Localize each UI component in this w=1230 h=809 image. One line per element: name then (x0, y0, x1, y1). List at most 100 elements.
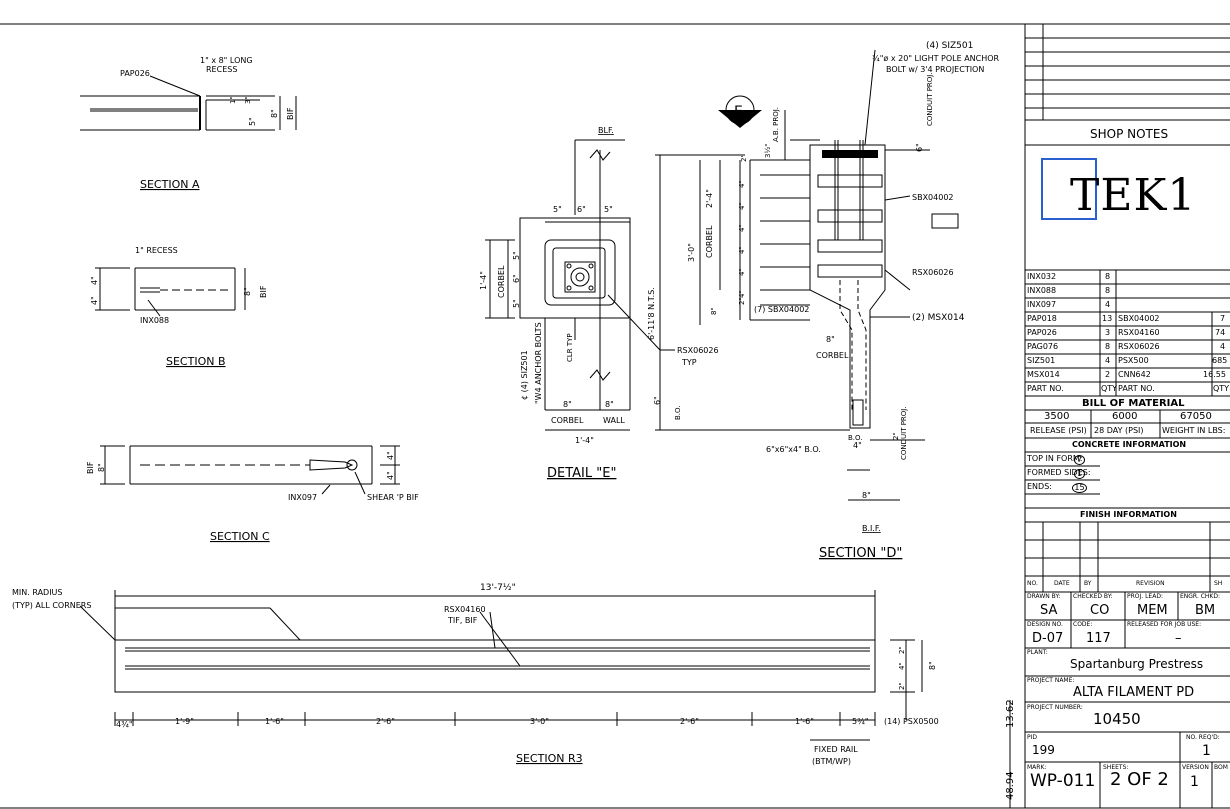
section-r3-right-dim-4: 8" (928, 661, 937, 670)
section-r3-fixed-rail-2: (BTM/WP) (812, 757, 851, 766)
plant-label: PLANT: (1027, 649, 1048, 656)
section-c-dim-4a: 4" (386, 451, 395, 460)
bom-qty: 13 (1102, 314, 1113, 323)
section-b: 1" RECESS INX088 4" 4" 8" BIF SECTION B (90, 246, 268, 368)
mark-label: MARK: (1027, 764, 1047, 771)
section-a-dim-3: 3" (244, 96, 252, 104)
ends-value: 15 (1072, 483, 1087, 493)
revision-no: NO. (1027, 580, 1038, 587)
section-r3-dim-6: 2'-6" (680, 717, 699, 726)
section-c-dim-8: 8" (97, 463, 106, 472)
section-r3-note-2: (TYP) ALL CORNERS (12, 601, 91, 610)
section-a-callout-pap026: PAP026 (120, 69, 150, 78)
section-d-label-ab-proj: A.B. PROJ. (772, 107, 780, 142)
detail-e-label-clr: CLR TYP (566, 333, 574, 362)
detail-e-top-dim-1: 5" (553, 205, 562, 214)
section-r3-right-dim-1: 2" (898, 646, 906, 654)
section-d-label-bo-1: B.O. (674, 406, 682, 420)
detail-e-side-dim-5a: 5" (512, 251, 521, 260)
detail-e-marker: E (734, 104, 743, 120)
section-d-dim-4-a: 4" (738, 180, 746, 188)
no-reqd-label: NO. REQ'D: (1186, 734, 1220, 741)
section-r3-dim-7: 1'-6" (795, 717, 814, 726)
section-a-dim-bif: BIF (286, 107, 295, 120)
detail-e-bottom-dim-1: 8" (563, 400, 572, 409)
design-no-value: D-07 (1032, 631, 1064, 646)
bom-qty2: 74 (1215, 328, 1226, 337)
project-number-label: PROJECT NUMBER: (1027, 704, 1083, 711)
section-d-dim-2-right: 2" (892, 432, 900, 440)
bom-qty2: 4 (1220, 342, 1226, 351)
shop-notes-title: SHOP NOTES (1090, 127, 1168, 141)
section-b-dim-8: 8" (243, 287, 252, 296)
bom-qty: 4 (1105, 356, 1111, 365)
section-b-dim-4b: 4" (90, 296, 99, 305)
section-d-dim-4-b: 4" (738, 202, 746, 210)
bom-qty2: 7 (1220, 314, 1226, 323)
section-c-title: SECTION C (210, 530, 270, 543)
bom-qty2: 16.55 (1203, 370, 1226, 379)
section-d-callout-anchor: ¾"ø x 20" LIGHT POLE ANCHOR (872, 54, 1000, 63)
section-a-dim-5: 5" (248, 117, 257, 126)
section-d-label-corbel-2: CORBEL (816, 351, 849, 360)
section-b-callout-recess: 1" RECESS (135, 246, 178, 255)
checked-by-value: CO (1090, 603, 1110, 618)
section-c-callout-inx097: INX097 (288, 493, 317, 502)
day28-psi-value: 6000 (1112, 411, 1138, 422)
detail-e-title: DETAIL "E" (547, 466, 616, 481)
code-value: 117 (1086, 631, 1111, 646)
section-a-callout-recess: RECESS (206, 65, 237, 74)
project-name-label: PROJECT NAME: (1027, 677, 1075, 684)
section-c-callout-shear: SHEAR 'P BIF (367, 493, 419, 502)
section-d-dim-4-c: 4" (738, 224, 746, 232)
detail-e-bottom-dim-2: 8" (605, 400, 614, 409)
engr-chkd-label: ENGR. CHKD: (1180, 593, 1220, 600)
weight-value: 67050 (1180, 411, 1212, 422)
bom-part: INX088 (1027, 286, 1057, 295)
bom-part2: CNN642 (1118, 370, 1151, 379)
section-d-dim-4-e: 4" (738, 268, 746, 276)
section-b-callout-inx088: INX088 (140, 316, 169, 325)
bom-part2: PSX500 (1118, 356, 1149, 365)
revision-revision: REVISION (1136, 580, 1165, 587)
bom-part: PAP026 (1027, 328, 1057, 337)
detail-e-label-typ: TYP (681, 358, 697, 367)
release-psi-value: 3500 (1044, 411, 1070, 422)
section-r3-right-dim-3: 2" (898, 682, 906, 690)
section-r3-callout-2: TIF, BIF (447, 616, 478, 625)
section-c: BIF 8" 4" 4" INX097 SHEAR 'P BIF SECTION… (86, 445, 419, 543)
bom-part2: SBX04002 (1118, 314, 1160, 323)
section-a-callout-long: 1" x 8" LONG (200, 56, 253, 65)
released-label: RELEASED FOR JOB USE: (1127, 621, 1202, 628)
section-a-dim-1: 1" (229, 96, 237, 104)
section-d-label-conduit-top: CONDUIT PROJ. (926, 72, 934, 126)
bom-qty2: 685 (1212, 356, 1228, 365)
section-a: PAP026 1" x 8" LONG RECESS 1" 3" 5" 8" B… (80, 56, 297, 191)
bom-qty: 4 (1105, 300, 1111, 309)
section-d-label-2-4: 2'-4" (705, 189, 714, 208)
ends-label: ENDS: (1027, 482, 1052, 491)
section-d-callout-msx014: (2) MSX014 (912, 313, 965, 323)
section-d-callout-bolt: BOLT w/ 3'4 PROJECTION (886, 65, 984, 74)
section-d-label-bif: B.I.F. (862, 524, 881, 533)
bom-label: BOM (1214, 764, 1228, 771)
mark-value: WP-011 (1030, 771, 1096, 791)
detail-e-bottom-dim-total: 1'-4" (575, 436, 594, 445)
bom-qty: 3 (1105, 328, 1111, 337)
top-in-form-label: TOP IN FORM: (1027, 454, 1083, 463)
section-d-title: SECTION "D" (819, 546, 902, 561)
proj-lead-label: PROJ. LEAD: (1127, 593, 1163, 600)
bom-qty: 8 (1105, 342, 1111, 351)
section-r3-dim-1: 4¾" (116, 720, 133, 729)
bom-part: PAP018 (1027, 314, 1057, 323)
release-psi-label: RELEASE (PSI) (1030, 426, 1087, 435)
detail-e-bottom-corbel: CORBEL (551, 416, 584, 425)
code-label: CODE: (1073, 621, 1093, 628)
detail-e-side-corbel: CORBEL (497, 265, 506, 298)
section-r3-dim-8: 5¾" (852, 717, 869, 726)
section-c-dim-bif: BIF (86, 461, 95, 474)
project-number-value: 10450 (1093, 710, 1141, 728)
section-r3-dim-3: 1'-6" (265, 717, 284, 726)
detail-e-label-anchor-2: "W4 ANCHOR BOLTS (534, 322, 543, 404)
bom-part: MSX014 (1027, 370, 1060, 379)
